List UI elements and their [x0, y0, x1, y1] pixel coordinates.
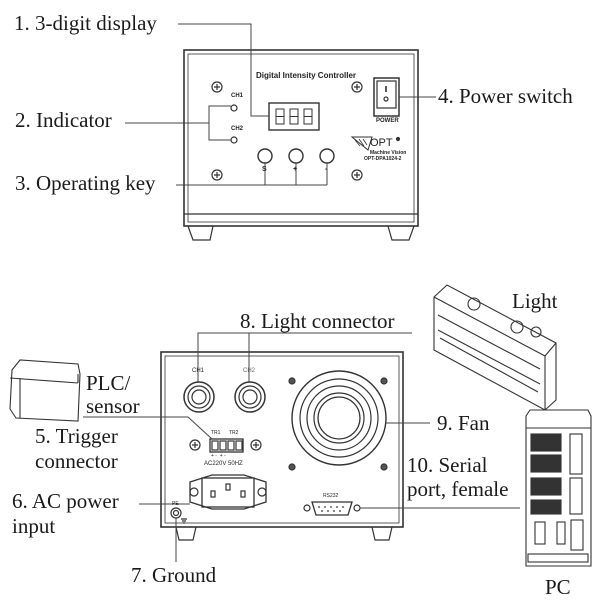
front-panel-title: Digital Intensity Controller	[256, 71, 357, 80]
key-plus	[288, 148, 304, 164]
trigger-terminal	[209, 438, 244, 453]
indicator-ch1-led	[230, 104, 238, 112]
indicator-ch1-label: CH1	[231, 93, 244, 99]
fan	[288, 370, 388, 471]
brand-subtitle: Machine Vision	[370, 150, 407, 156]
power-switch-label: POWER	[376, 118, 399, 124]
serial-port	[311, 501, 353, 516]
indicator-ch2-led	[230, 136, 238, 144]
brand-logo: OPT	[370, 137, 393, 149]
callout-trigger-connector-line2: connector	[35, 449, 118, 473]
ground-pe-label: PE	[172, 501, 179, 507]
plc-label-line2: sensor	[86, 394, 140, 418]
trigger-polarity: + - + -	[211, 453, 226, 459]
light-connector-ch1	[183, 381, 215, 413]
indicator-ch2-label: CH2	[231, 126, 244, 132]
ac-power-inlet	[189, 474, 267, 510]
callout-indicator: 2. Indicator	[15, 108, 112, 132]
key-minus	[319, 148, 335, 164]
rear-leader-lines	[83, 332, 520, 562]
plc-label-line1: PLC/	[86, 371, 131, 395]
trigger-tr1-label: TR1	[211, 430, 221, 436]
screw-icon	[380, 377, 388, 385]
screw-icon	[288, 463, 296, 471]
ac-rating-label: AC220V 50HZ	[204, 461, 243, 467]
rear-ch1-label: CH1	[192, 368, 205, 374]
light-device	[433, 284, 557, 411]
ground-terminal	[170, 507, 187, 524]
callout-fan: 9. Fan	[437, 411, 490, 435]
trigger-tr2-label: TR2	[229, 430, 239, 436]
rear-ch2-label: CH2	[243, 368, 256, 374]
key-s-label: S	[262, 166, 267, 173]
callout-ac-power-input-line2: input	[12, 514, 56, 538]
callout-serial-port-line1: 10. Serial	[407, 453, 488, 477]
light-label: Light	[512, 289, 558, 313]
rear-panel	[160, 351, 404, 541]
light-connector-ch2	[234, 381, 266, 413]
screw-icon	[211, 169, 223, 181]
screw-icon	[288, 377, 296, 385]
callout-3-digit-display: 1. 3-digit display	[14, 11, 157, 35]
callout-power-switch: 4. Power switch	[438, 84, 573, 108]
screw-icon	[250, 439, 262, 451]
screw-icon	[351, 169, 363, 181]
screw-icon	[380, 463, 388, 471]
pc-label: PC	[545, 575, 571, 599]
key-plus-label: +	[293, 166, 298, 173]
seven-segment-digits	[275, 108, 313, 125]
callout-ground: 7. Ground	[131, 563, 217, 587]
callout-light-connector: 8. Light connector	[240, 309, 395, 333]
model-number: OPT-DPA1024-2	[364, 156, 402, 162]
key-minus-label: -	[325, 166, 328, 173]
serial-port-label: RS232	[323, 493, 339, 499]
plc-sensor-device	[9, 359, 81, 422]
callout-ac-power-input-line1: 6. AC power	[12, 489, 119, 513]
screw-icon	[351, 81, 363, 93]
key-s	[257, 148, 273, 164]
front-leader-lines	[125, 23, 436, 186]
screw-icon	[189, 439, 201, 451]
callout-trigger-connector-line1: 5. Trigger	[35, 424, 118, 448]
callout-serial-port-line2: port, female	[407, 477, 509, 501]
pc-device	[525, 409, 592, 567]
screw-icon	[211, 81, 223, 93]
callout-operating-key: 3. Operating key	[15, 171, 156, 195]
